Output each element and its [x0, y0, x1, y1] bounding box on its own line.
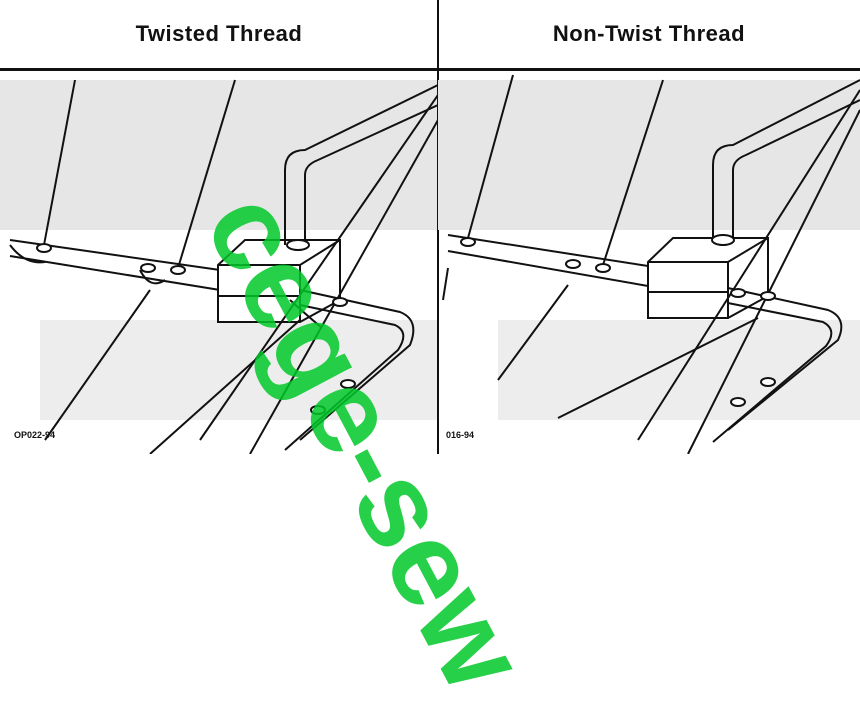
thread-line	[467, 74, 514, 239]
tension-block	[647, 237, 769, 319]
thread-line	[149, 319, 301, 454]
watermark-band	[40, 320, 438, 420]
thread-eyelet	[711, 234, 735, 246]
watermark-band	[438, 80, 860, 230]
thread-line	[44, 289, 151, 441]
thread-line	[442, 267, 449, 301]
tube-outer	[712, 79, 860, 240]
thread-line	[602, 79, 664, 266]
thread-eyelet	[760, 377, 776, 387]
twisted-thread-title: Twisted Thread	[0, 0, 438, 71]
thread-rod	[447, 234, 649, 287]
thread-line	[177, 79, 236, 269]
exit-rod	[284, 304, 405, 451]
thread-line	[249, 119, 438, 454]
exit-rod	[299, 289, 415, 441]
thread-eyelet	[730, 397, 746, 407]
thread-eyelet	[36, 243, 52, 253]
twisted-thread-figure-code: OP022-94	[14, 430, 56, 440]
thread-eyelet	[140, 263, 156, 273]
thread-line	[43, 79, 76, 246]
thread-line	[557, 317, 759, 419]
non-twist-thread-drawing	[438, 74, 860, 454]
thread-line	[637, 89, 860, 441]
tension-block-edge	[648, 237, 769, 318]
twist-curl	[139, 269, 166, 285]
non-twist-thread-title: Non-Twist Thread	[438, 0, 860, 71]
tube-inner	[304, 104, 438, 245]
thread-eyelet	[170, 265, 186, 275]
exit-rod	[727, 287, 843, 431]
thread-eyelet	[760, 291, 776, 301]
watermark-band	[498, 320, 860, 420]
twisted-thread-drawing	[0, 79, 438, 454]
watermark-band	[0, 80, 438, 230]
tube-inner	[732, 99, 860, 240]
thread-eyelet	[460, 237, 476, 247]
tube-outer	[284, 84, 438, 245]
twist-curl	[289, 299, 323, 329]
non-twist-thread-panel: Non-Twist Thread 016-94	[438, 0, 860, 454]
thread-line	[199, 94, 438, 441]
twist-curl	[9, 244, 46, 264]
thread-eyelet	[340, 379, 356, 389]
thread-eyelet	[310, 405, 326, 415]
thread-eyelet	[286, 239, 310, 251]
twisted-thread-panel: Twisted Thread OP022-94	[0, 0, 438, 454]
non-twist-thread-figure-code: 016-94	[446, 430, 475, 440]
thread-eyelet	[595, 263, 611, 273]
exit-rod	[712, 302, 833, 443]
thread-line	[687, 109, 860, 454]
thread-eyelet	[730, 288, 746, 298]
thread-line	[497, 284, 569, 381]
thread-eyelet	[565, 259, 581, 269]
thread-eyelet	[332, 297, 348, 307]
